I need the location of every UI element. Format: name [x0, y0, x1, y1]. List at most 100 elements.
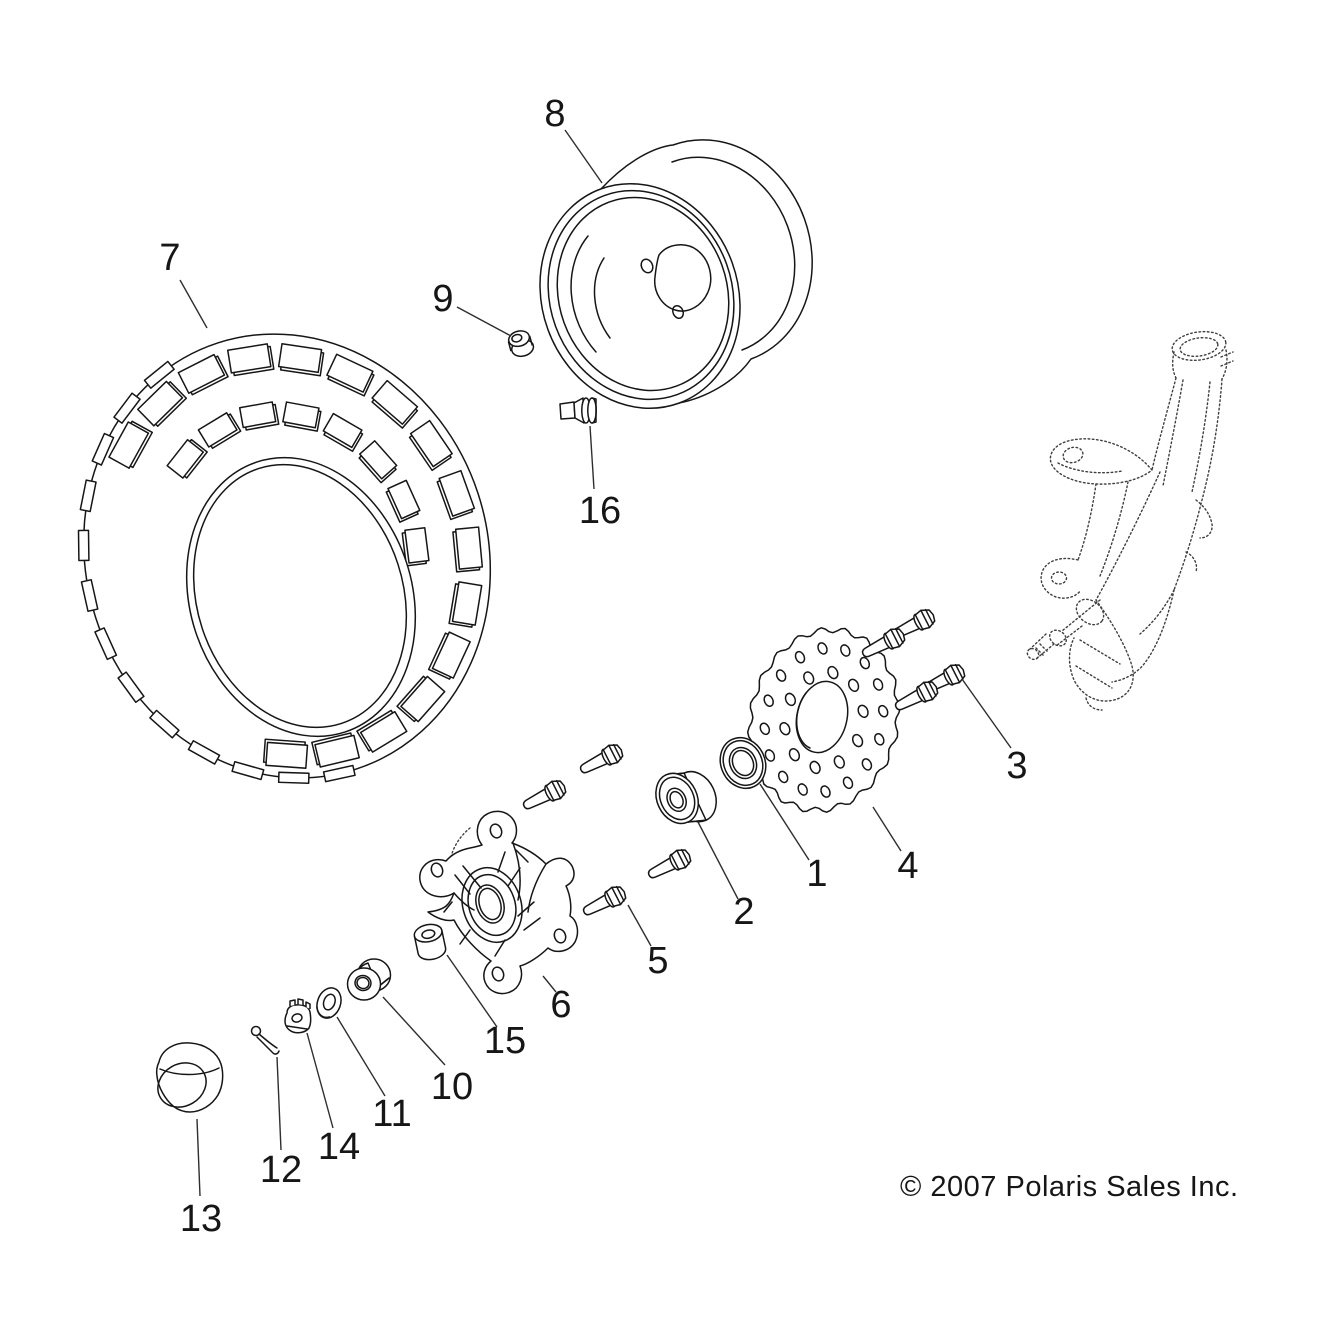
tread-block: [91, 432, 115, 466]
tread-block: [166, 438, 208, 479]
tread-block: [311, 732, 360, 768]
dust-cap: [155, 1042, 224, 1113]
hub-bolt: [579, 882, 630, 922]
disc-hole: [874, 733, 885, 746]
disc-hole: [833, 755, 845, 769]
disc-hole: [794, 650, 806, 664]
disc-hole: [803, 671, 815, 685]
seal: [719, 736, 767, 790]
tire-opening: [185, 456, 417, 738]
callout-spacer: 15: [484, 1020, 526, 1062]
rim-center-hole: [654, 244, 712, 312]
disc-hole: [842, 776, 854, 790]
wheel-rim: [539, 139, 813, 409]
callout-dust-cap: 13: [180, 1198, 222, 1240]
tread-block: [277, 771, 310, 785]
disc-hole: [779, 722, 791, 736]
hub-bolt: [576, 740, 627, 780]
tread-block: [427, 631, 471, 680]
disc-hole: [840, 644, 851, 657]
disc-hole: [851, 733, 864, 748]
tread-block: [326, 353, 375, 397]
tread-block: [238, 401, 280, 431]
disc-hole: [857, 704, 869, 718]
tread-block: [262, 738, 309, 769]
callout-tire: 7: [159, 237, 180, 279]
leader-line-dust-cap: [196, 1118, 201, 1197]
callout-hub-bolt: 5: [647, 940, 668, 982]
tread-block: [187, 739, 221, 765]
leader-line-hub-bolt: [627, 904, 652, 947]
disc-hole: [784, 692, 797, 707]
bearing-outer: [346, 958, 392, 1001]
disc-hole: [847, 678, 860, 692]
tread-block: [452, 526, 484, 573]
tread-block: [277, 343, 325, 377]
tread-block: [197, 412, 242, 450]
tread-block: [149, 709, 180, 739]
disc-hole: [775, 669, 787, 682]
leader-line-brake-disc: [872, 806, 902, 852]
hub-stud-hole: [491, 966, 505, 982]
leader-line-spacer: [446, 954, 498, 1028]
valve-stem: [559, 397, 597, 424]
tread-block: [231, 760, 265, 781]
disc-hole: [859, 656, 871, 670]
callout-cotter-pin: 12: [260, 1149, 302, 1191]
tread-block: [79, 479, 97, 513]
tread-block: [77, 529, 90, 562]
disc-hole: [764, 749, 776, 762]
washer: [316, 987, 342, 1019]
tread-block: [322, 764, 356, 783]
hub-stud-hole: [430, 862, 444, 878]
leader-line-tire: [179, 279, 208, 329]
hub-stud-hole: [553, 928, 567, 944]
hub-bolt: [519, 776, 570, 816]
rim-bolt-hole: [640, 258, 654, 274]
callout-castle-nut: 14: [318, 1126, 360, 1168]
disc-bolt: [891, 677, 942, 717]
callout-bearing-front: 2: [733, 891, 754, 933]
disc-hole: [827, 665, 839, 680]
tread-block: [177, 353, 229, 396]
tread-block: [371, 379, 419, 429]
disc-hole: [788, 748, 801, 762]
hub-stud-hole: [489, 823, 503, 839]
tread-block: [282, 401, 322, 432]
tread-block: [113, 392, 141, 424]
disc-hole: [797, 783, 808, 796]
callout-seal: 1: [806, 853, 827, 895]
brake-disc: [746, 627, 902, 813]
tread-block: [322, 412, 364, 453]
tread-block: [401, 527, 430, 567]
disc-hole: [877, 704, 889, 718]
leader-line-castle-nut: [306, 1032, 334, 1129]
hub-bolt: [644, 845, 695, 885]
spacer: [413, 923, 447, 961]
disc-hole: [759, 722, 771, 736]
tread-block: [143, 360, 175, 389]
tread-block: [137, 380, 188, 427]
wheel-hub: [419, 810, 579, 995]
bearing-front: [655, 770, 717, 825]
disc-hole: [820, 785, 831, 798]
tread-block: [436, 469, 476, 521]
leader-line-disc-bolt: [961, 678, 1012, 749]
tread-block: [356, 709, 408, 753]
rim-bolt-hole: [671, 304, 685, 320]
leader-line-bearing-outer: [382, 996, 446, 1066]
steering-knuckle: [1026, 330, 1234, 711]
tire: [77, 333, 492, 785]
tread-block: [108, 420, 154, 469]
leader-line-bearing-front: [697, 821, 739, 900]
tread-block: [396, 675, 446, 723]
disc-hole: [763, 694, 774, 707]
callout-wheel-hub: 6: [550, 984, 571, 1026]
tread-block: [385, 479, 421, 523]
leader-line-washer: [336, 1016, 386, 1097]
disc-hole: [809, 760, 821, 775]
leader-line-wheel-hub: [542, 975, 557, 993]
